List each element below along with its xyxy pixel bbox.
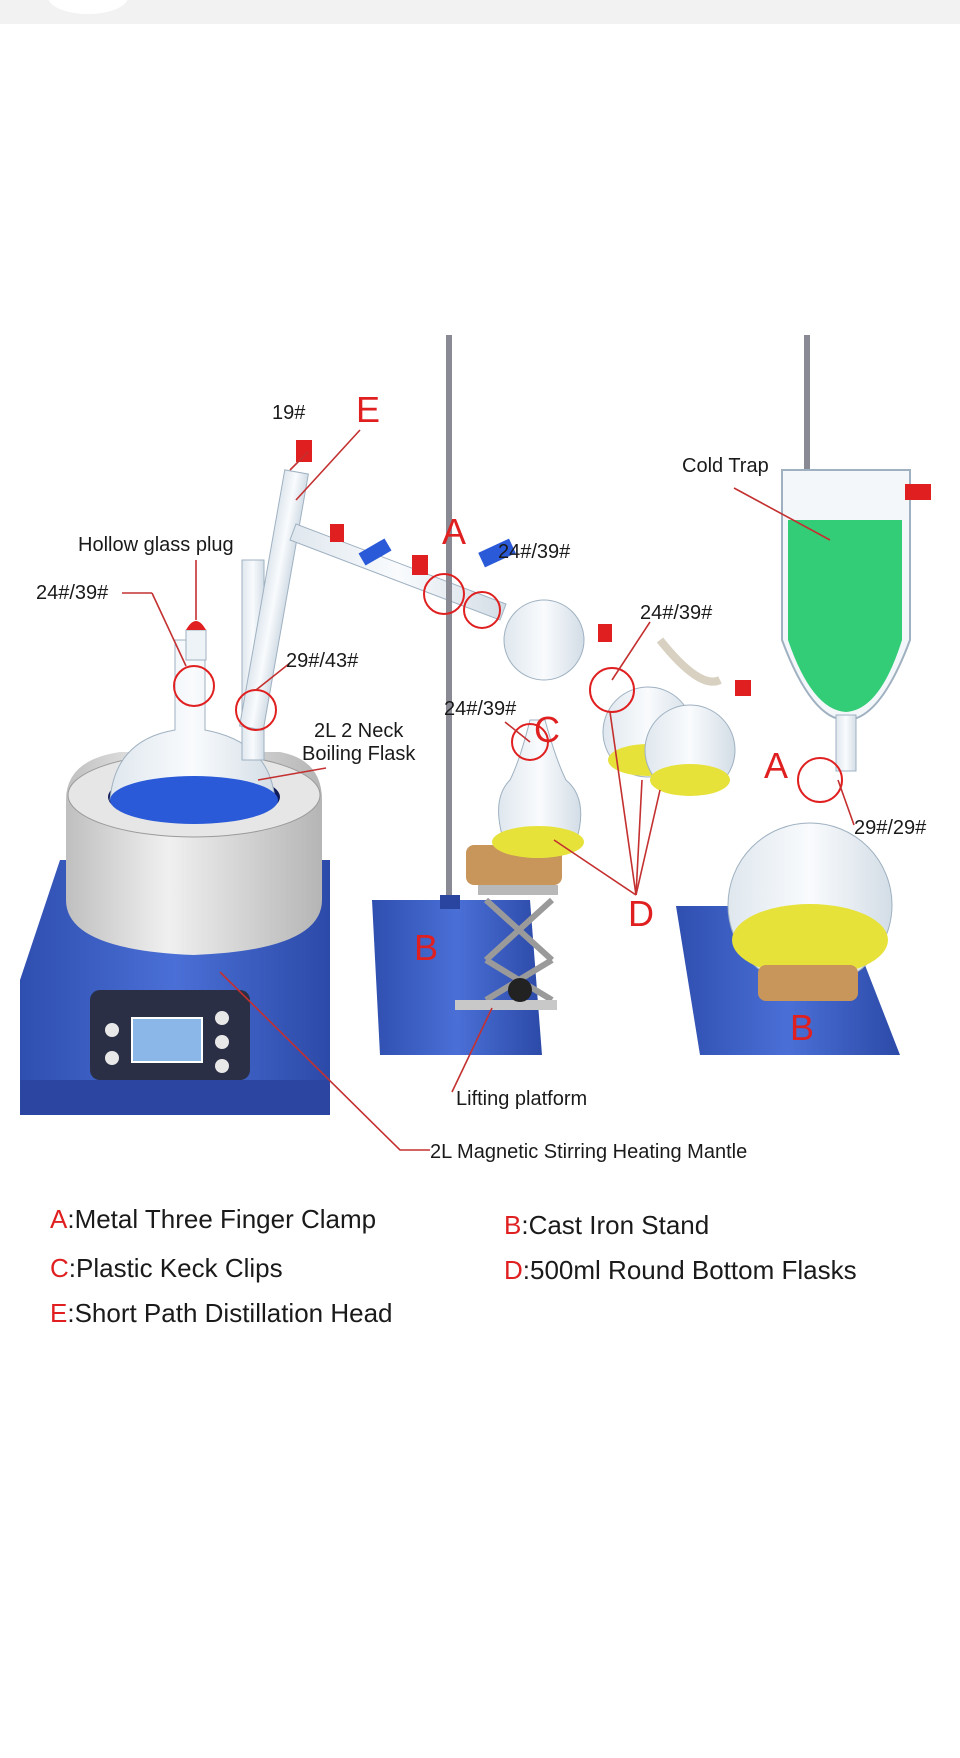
panel-knob [215,1035,229,1049]
label-joint-24-39-left: 24#/39# [36,582,109,604]
label-joint-24-39-mid: 24#/39# [444,698,517,720]
legend-item-e: E:Short Path Distillation Head [50,1298,393,1329]
legend-key: E [50,1298,68,1328]
panel-knob [105,1023,119,1037]
leader-lines [122,429,855,1151]
label-letter-c: C [534,709,560,750]
panel-knob [215,1059,229,1073]
boiling-flask [109,559,278,824]
label-heating-mantle: 2L Magnetic Stirring Heating Mantle [430,1141,748,1163]
label-letter-a-right: A [764,745,789,786]
legend-key: C [50,1253,69,1283]
legend-key: B [504,1210,522,1240]
label-joint-24-39-top: 24#/39# [498,541,571,563]
legend-text: :Plastic Keck Clips [68,1253,283,1283]
top-status-blob [48,0,128,14]
lifting-platform [455,885,558,1010]
label-joint-29-43: 29#/43# [286,650,359,672]
keck-clip-markers [173,573,843,803]
legend-item-a: A:Metal Three Finger Clamp [50,1204,376,1235]
short-path-distillation-head [239,440,516,731]
label-letter-e: E [356,389,381,430]
legend-item-c: C:Plastic Keck Clips [50,1253,283,1284]
panel-knob [215,1011,229,1025]
label-joint-24-39-right: 24#/39# [640,602,713,624]
legend-item-b: B:Cast Iron Stand [504,1210,709,1241]
label-letter-b-right: B [790,1007,815,1048]
label-joint-19: 19# [272,402,306,424]
hollow-glass-plug [185,629,207,661]
receiving-flask-left [492,719,584,858]
label-letter-d: D [628,893,654,934]
legend-key: A [50,1204,68,1234]
label-joint-29-29: 29#/29# [854,817,927,839]
lcd-display [131,1017,203,1063]
legend-text: :Cast Iron Stand [521,1210,710,1240]
legend-text: :Short Path Distillation Head [67,1298,393,1328]
receiving-flask-right [727,822,893,1001]
top-status-bar [0,0,960,24]
right-stand [676,335,931,1055]
legend-item-d: D:500ml Round Bottom Flasks [504,1255,857,1286]
cow-receiver [503,599,736,796]
label-hollow-glass-plug: Hollow glass plug [78,534,234,556]
label-cold-trap: Cold Trap [682,455,769,477]
label-letter-b-left: B [414,927,439,968]
label-boiling-flask: 2L 2 Neck Boiling Flask [302,720,416,765]
cold-trap [735,469,931,772]
panel-knob [105,1051,119,1065]
legend-key: D [504,1255,523,1285]
legend-text: :500ml Round Bottom Flasks [522,1255,857,1285]
center-stand [372,335,562,1055]
label-lifting-platform: Lifting platform [456,1088,588,1110]
legend-text: :Metal Three Finger Clamp [67,1204,377,1234]
label-letter-a-top: A [442,511,467,552]
